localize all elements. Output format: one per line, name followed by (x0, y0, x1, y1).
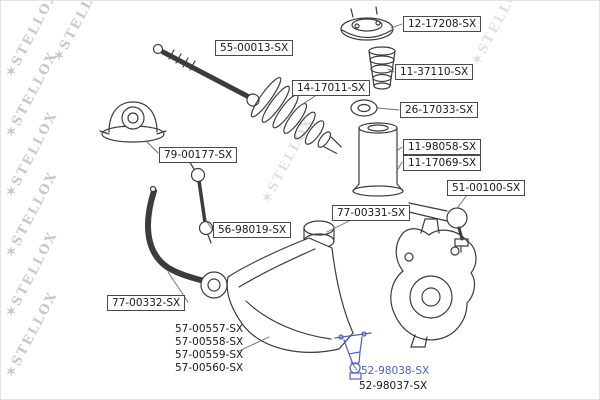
inner-tie-rod-drawing (152, 43, 260, 107)
part-number-56-98019-sx[interactable]: 56-98019-SX (213, 222, 292, 238)
leader-lines (146, 23, 468, 371)
part-number-57-00559-sx[interactable]: 57-00559-SX (175, 349, 244, 361)
bump-stop-drawing (368, 46, 396, 90)
part-number-51-00100-sx[interactable]: 51-00100-SX (447, 180, 526, 196)
part-number-11-98058-sx[interactable]: 11-98058-SX (403, 139, 482, 155)
part-number-12-17208-sx[interactable]: 12-17208-SX (403, 16, 482, 32)
stabilizer-bushing-drawing (99, 101, 167, 143)
ring-drawing (350, 99, 378, 117)
part-number-77-00331-sx[interactable]: 77-00331-SX (332, 205, 411, 221)
part-number-52-98037-sx[interactable]: 52-98037-SX (359, 380, 428, 392)
part-number-26-17033-sx[interactable]: 26-17033-SX (400, 102, 479, 118)
steering-knuckle-drawing (390, 218, 477, 348)
part-number-11-17069-sx[interactable]: 11-17069-SX (403, 155, 482, 171)
part-number-57-00557-sx[interactable]: 57-00557-SX (175, 323, 244, 335)
part-number-57-00560-sx[interactable]: 57-00560-SX (175, 362, 244, 374)
steering-boot-drawing (250, 77, 342, 154)
part-number-55-00013-sx[interactable]: 55-00013-SX (215, 40, 294, 56)
part-number-11-37110-sx[interactable]: 11-37110-SX (395, 64, 474, 80)
part-number-52-98038-sx-selected[interactable]: 52-98038-SX (361, 365, 430, 377)
part-number-57-00558-sx[interactable]: 57-00558-SX (175, 336, 244, 348)
dust-cover-drawing (352, 122, 404, 197)
part-number-14-17011-sx[interactable]: 14-17011-SX (292, 80, 371, 96)
stabilizer-link-drawing (188, 160, 214, 244)
tie-rod-end-drawing (408, 202, 469, 253)
part-number-79-00177-sx[interactable]: 79-00177-SX (159, 147, 238, 163)
ball-joint-drawing[interactable] (334, 331, 372, 380)
strut-mount-drawing (340, 6, 394, 41)
part-number-77-00332-sx[interactable]: 77-00332-SX (107, 295, 186, 311)
control-arm-drawing (200, 220, 354, 353)
